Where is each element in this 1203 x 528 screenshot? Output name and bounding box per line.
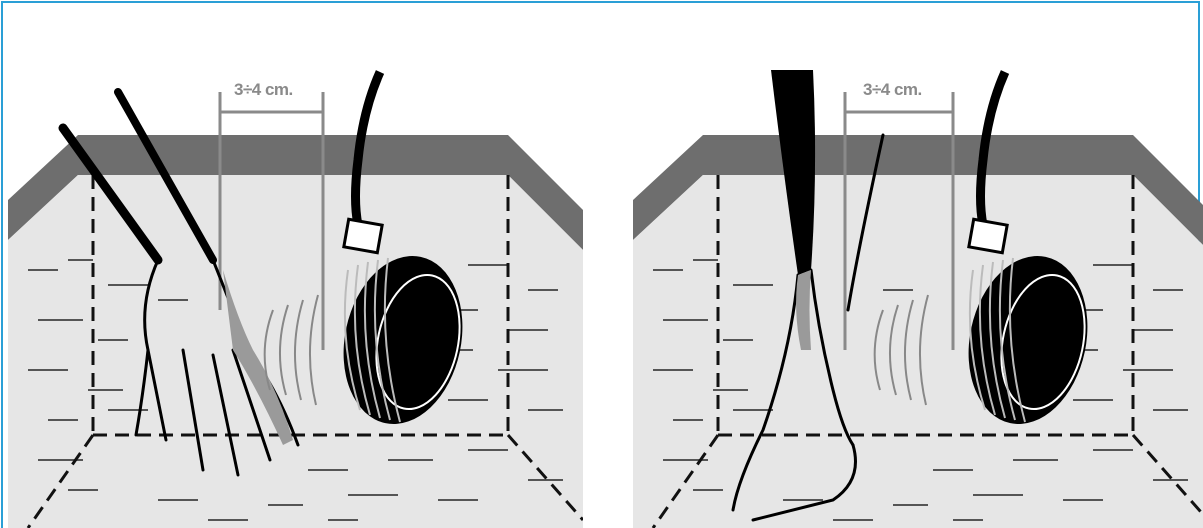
hand-scene-drawing	[8, 50, 583, 528]
foot-scene-drawing	[633, 50, 1203, 528]
panel-hand: 3÷4 cm.	[8, 50, 583, 528]
panel-foot: 3÷4 cm.	[633, 50, 1203, 528]
distance-label-hand: 3÷4 cm.	[234, 80, 293, 100]
distance-label-foot: 3÷4 cm.	[863, 80, 922, 100]
transducer-connector	[344, 219, 382, 252]
transducer-connector	[969, 219, 1007, 252]
